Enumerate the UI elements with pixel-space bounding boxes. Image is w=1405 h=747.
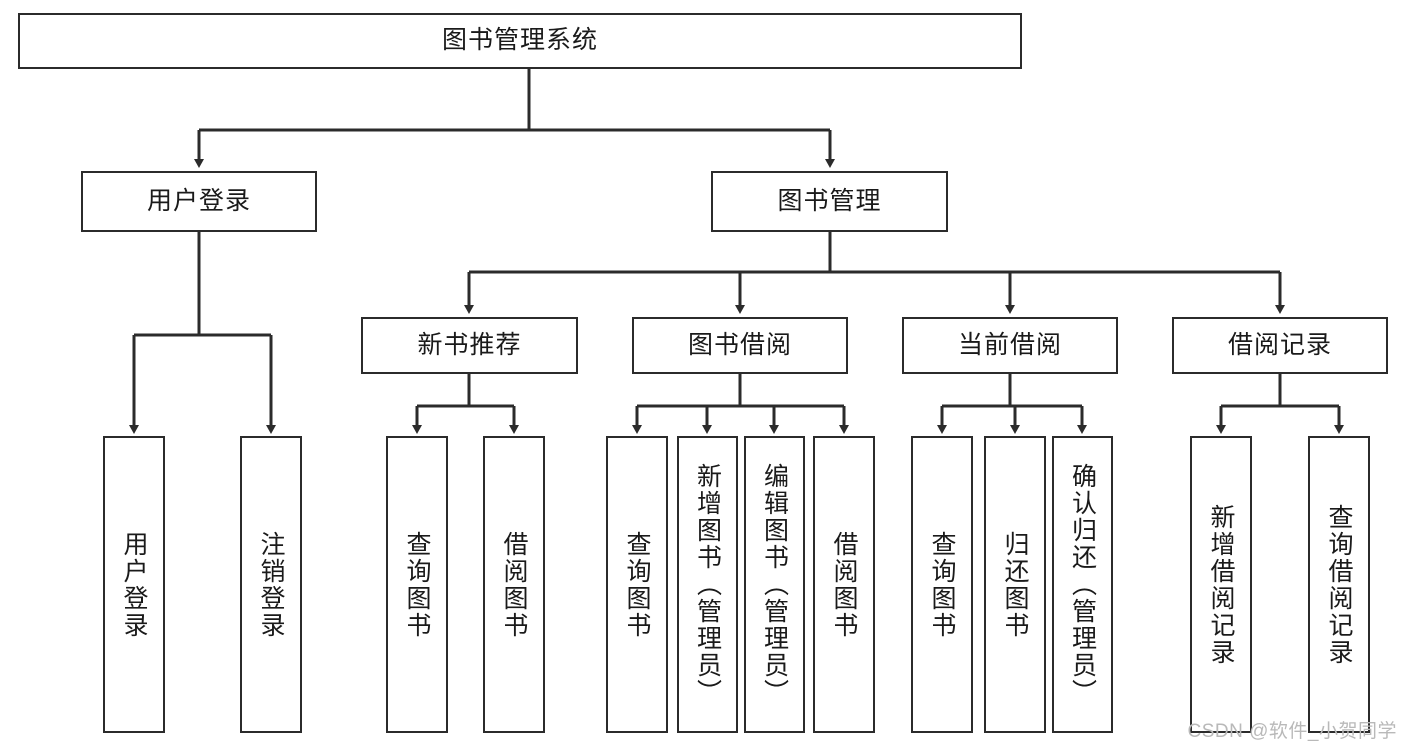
node-label: 编辑图书（管理员） — [760, 463, 789, 706]
node-label: 借阅图书 — [830, 530, 858, 639]
node-label: 借阅记录 — [1227, 330, 1332, 359]
leaf-node[interactable]: 查询借阅记录 — [1308, 436, 1370, 733]
node-user-login[interactable]: 用户登录 — [81, 171, 317, 232]
node-label: 用户登录 — [146, 186, 251, 215]
node-label: 图书借阅 — [687, 330, 792, 359]
node-label: 归还图书 — [1001, 530, 1029, 639]
leaf-node[interactable]: 新增借阅记录 — [1190, 436, 1252, 733]
node-root-system[interactable]: 图书管理系统 — [18, 13, 1022, 69]
leaf-node[interactable]: 查询图书 — [911, 436, 973, 733]
leaf-node[interactable]: 编辑图书（管理员） — [744, 436, 805, 733]
node-new-book-recommend[interactable]: 新书推荐 — [361, 317, 578, 374]
leaf-node[interactable]: 确认归还（管理员） — [1052, 436, 1113, 733]
node-book-management[interactable]: 图书管理 — [711, 171, 948, 232]
node-label: 当前借阅 — [957, 330, 1062, 359]
node-label: 新增图书（管理员） — [693, 463, 722, 706]
node-label: 新书推荐 — [417, 330, 522, 359]
leaf-node[interactable]: 借阅图书 — [483, 436, 545, 733]
leaf-node[interactable]: 新增图书（管理员） — [677, 436, 738, 733]
watermark-text: CSDN @软件_小贺同学 — [1187, 721, 1397, 742]
node-label: 注销登录 — [257, 530, 285, 639]
node-label: 查询图书 — [928, 530, 956, 639]
node-label: 图书管理 — [777, 186, 882, 215]
node-label: 用户登录 — [120, 530, 148, 639]
node-label: 图书管理系统 — [441, 26, 598, 55]
leaf-node[interactable]: 归还图书 — [984, 436, 1046, 733]
leaf-node[interactable]: 查询图书 — [606, 436, 668, 733]
node-label: 查询图书 — [623, 530, 651, 639]
node-label: 新增借阅记录 — [1207, 503, 1235, 666]
leaf-node[interactable]: 注销登录 — [240, 436, 302, 733]
leaf-node[interactable]: 借阅图书 — [813, 436, 875, 733]
leaf-node[interactable]: 用户登录 — [103, 436, 165, 733]
node-label: 借阅图书 — [500, 530, 528, 639]
node-label: 确认归还（管理员） — [1068, 463, 1097, 706]
node-book-borrow[interactable]: 图书借阅 — [632, 317, 848, 374]
leaf-node[interactable]: 查询图书 — [386, 436, 448, 733]
node-current-borrow[interactable]: 当前借阅 — [902, 317, 1118, 374]
node-label: 查询图书 — [403, 530, 431, 639]
node-label: 查询借阅记录 — [1325, 503, 1353, 666]
node-borrow-record[interactable]: 借阅记录 — [1172, 317, 1388, 374]
